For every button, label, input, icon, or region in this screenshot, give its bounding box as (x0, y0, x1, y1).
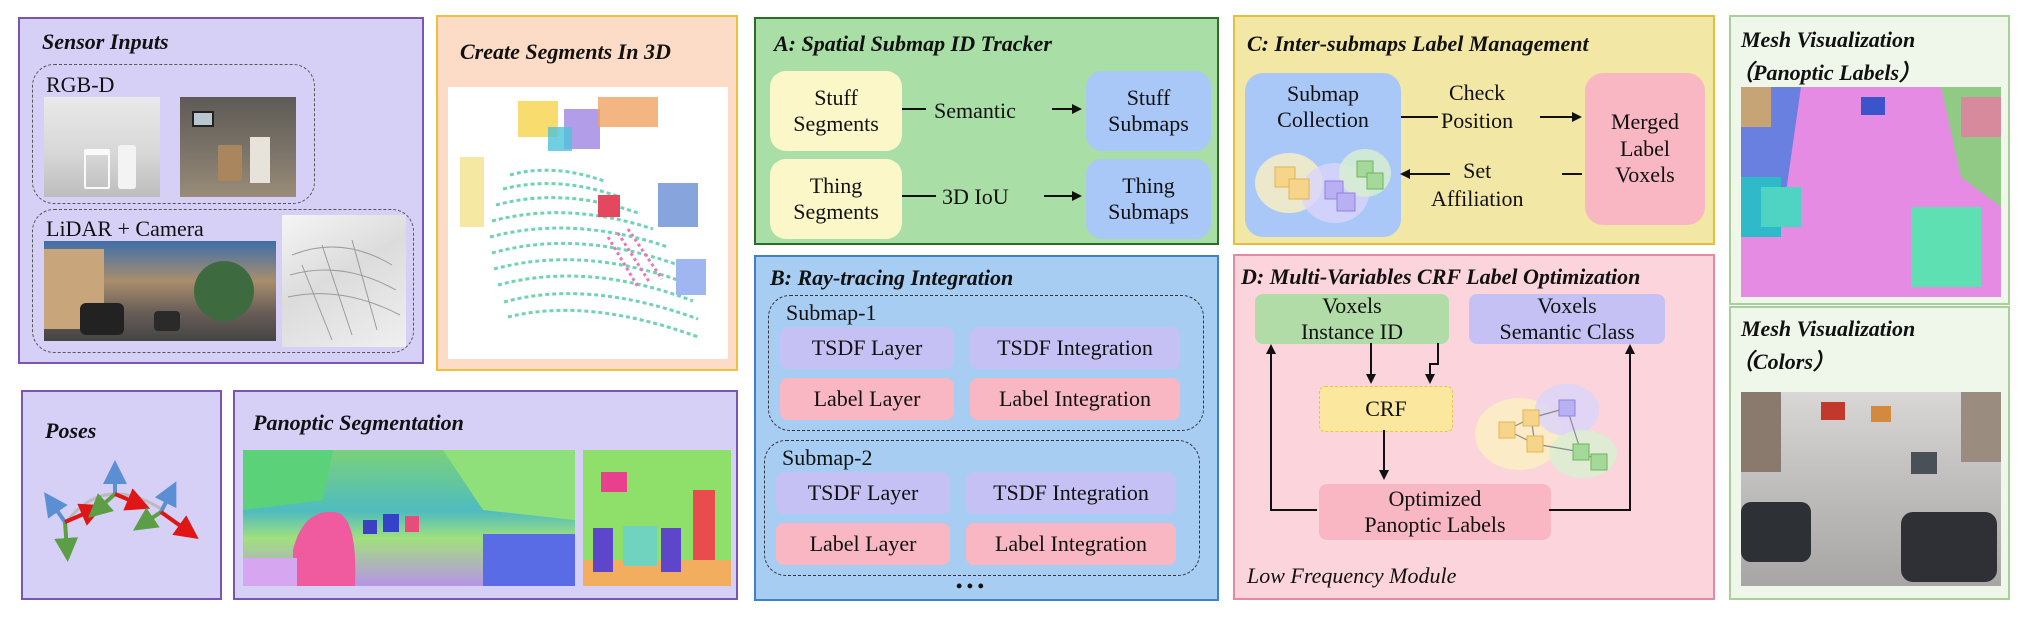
panoptic-segmentation-panel: Panoptic Segmentation (233, 390, 738, 600)
module-b-panel: B: Ray-tracing Integration Submap-1 TSDF… (754, 255, 1219, 601)
voxels-semantic-node: Voxels Semantic Class (1469, 292, 1665, 344)
lidar-camera-label: LiDAR + Camera (46, 216, 204, 241)
tsdf-layer-text: TSDF Layer (811, 334, 923, 360)
module-a-panel: A: Spatial Submap ID Tracker Stuff Segme… (754, 17, 1219, 245)
submap-cubes-icon (1255, 149, 1391, 223)
mesh-colors-subtitle: （Colors） (1731, 349, 1835, 374)
thing-submaps-node: Thing Submaps (1086, 159, 1211, 239)
module-d-panel: D: Multi-Variables CRF Label Optimizatio… (1233, 254, 1715, 600)
segments-3d-pointcloud (448, 87, 728, 359)
tsdf-layer-text: TSDF Layer (807, 479, 919, 505)
label-layer-text: Label Layer (809, 530, 917, 556)
poses-trajectory-drawing (44, 460, 199, 562)
merged-label-voxels-text: Merged Label Voxels (1610, 109, 1680, 188)
submap2-group (764, 440, 1200, 576)
submap-collection-node: Submap Collection (1245, 73, 1401, 237)
submap1-tsdf-layer: TSDF Layer (780, 327, 954, 369)
submap1-tsdf-integration: TSDF Integration (970, 327, 1180, 369)
module-b-title: B: Ray-tracing Integration (770, 265, 1014, 290)
low-frequency-label: Low Frequency Module (1247, 563, 1457, 588)
submap2-tsdf-layer: TSDF Layer (776, 472, 950, 514)
module-c-title: C: Inter-submaps Label Management (1247, 31, 1589, 56)
stuff-segments-node: Stuff Segments (770, 71, 902, 151)
module-d-title: D: Multi-Variables CRF Label Optimizatio… (1241, 264, 1641, 289)
voxels-semantic-text: Voxels Semantic Class (1499, 292, 1635, 344)
stuff-submaps-text: Stuff Submaps (1108, 84, 1189, 136)
mesh-panoptic-subtitle: （Panoptic Labels） (1731, 60, 1922, 85)
tsdf-integration-text: TSDF Integration (997, 334, 1153, 360)
rgbd-label: RGB-D (46, 72, 115, 97)
merged-label-voxels-node: Merged Label Voxels (1585, 73, 1705, 225)
thing-submaps-text: Thing Submaps (1108, 172, 1189, 224)
poses-title: Poses (45, 418, 97, 443)
submap-collection-text: Submap Collection (1277, 81, 1369, 133)
set-affiliation-label: Set Affiliation (1431, 158, 1524, 211)
submap2-label-layer: Label Layer (776, 523, 950, 565)
rgbd-image-room-color (180, 97, 296, 197)
crf-text: CRF (1365, 395, 1407, 421)
submap2-label: Submap-2 (782, 445, 873, 470)
submap1-label-integration: Label Integration (970, 378, 1180, 420)
mesh-panoptic-title: Mesh Visualization (1741, 27, 1916, 52)
stuff-submaps-node: Stuff Submaps (1086, 71, 1211, 151)
label-integration-text: Label Integration (994, 530, 1148, 556)
lidar-scan-image (282, 215, 406, 347)
panoptic-segmentation-title: Panoptic Segmentation (253, 410, 464, 435)
thing-segments-node: Thing Segments (770, 159, 902, 239)
voxels-instance-text: Voxels Instance ID (1300, 292, 1403, 344)
sensor-inputs-title: Sensor Inputs (42, 29, 169, 54)
submap2-label-integration: Label Integration (966, 523, 1176, 565)
panoptic-street-image (243, 450, 575, 586)
voxels-instance-node: Voxels Instance ID (1255, 292, 1449, 344)
semantic-label: Semantic (934, 98, 1016, 123)
create-segments-title: Create Segments In 3D (460, 39, 671, 64)
optimized-labels-node: Optimized Panoptic Labels (1319, 484, 1551, 540)
mesh-colors-title: Mesh Visualization (1741, 316, 1916, 341)
label-layer-text: Label Layer (813, 385, 921, 411)
tsdf-integration-text: TSDF Integration (993, 479, 1149, 505)
create-segments-panel: Create Segments In 3D (436, 15, 738, 371)
optimized-labels-text: Optimized Panoptic Labels (1364, 485, 1506, 537)
crf-node: CRF (1319, 386, 1453, 432)
submap1-group (768, 295, 1204, 431)
rgbd-group (32, 64, 315, 204)
mesh-colors-panel: Mesh Visualization （Colors） (1729, 306, 2010, 600)
lidar-camera-group (32, 209, 414, 353)
ellipsis: • • • (956, 576, 984, 596)
label-integration-text: Label Integration (998, 385, 1152, 411)
poses-panel: Poses (21, 390, 222, 600)
mesh-panoptic-panel: Mesh Visualization （Panoptic Labels） (1729, 15, 2010, 305)
check-position-label: Check Position (1441, 80, 1514, 133)
mesh-panoptic-image (1741, 87, 2001, 297)
mesh-colors-image (1741, 392, 2001, 586)
sensor-inputs-panel: Sensor Inputs RGB-D LiDAR + Camera (18, 17, 424, 364)
submap1-label-layer: Label Layer (780, 378, 954, 420)
module-a-title: A: Spatial Submap ID Tracker (774, 31, 1052, 56)
stuff-segments-text: Stuff Segments (793, 84, 879, 136)
crf-graph-icon (1475, 384, 1617, 478)
iou-label: 3D IoU (942, 184, 1009, 209)
rgbd-image-room-white (44, 97, 160, 197)
module-c-panel: C: Inter-submaps Label Management Submap… (1233, 15, 1715, 245)
camera-image-street (44, 241, 276, 341)
pointcloud-drawing (460, 97, 706, 339)
submap1-label: Submap-1 (786, 300, 877, 325)
submap2-tsdf-integration: TSDF Integration (966, 472, 1176, 514)
panoptic-room-image (583, 450, 731, 586)
thing-segments-text: Thing Segments (793, 172, 879, 224)
